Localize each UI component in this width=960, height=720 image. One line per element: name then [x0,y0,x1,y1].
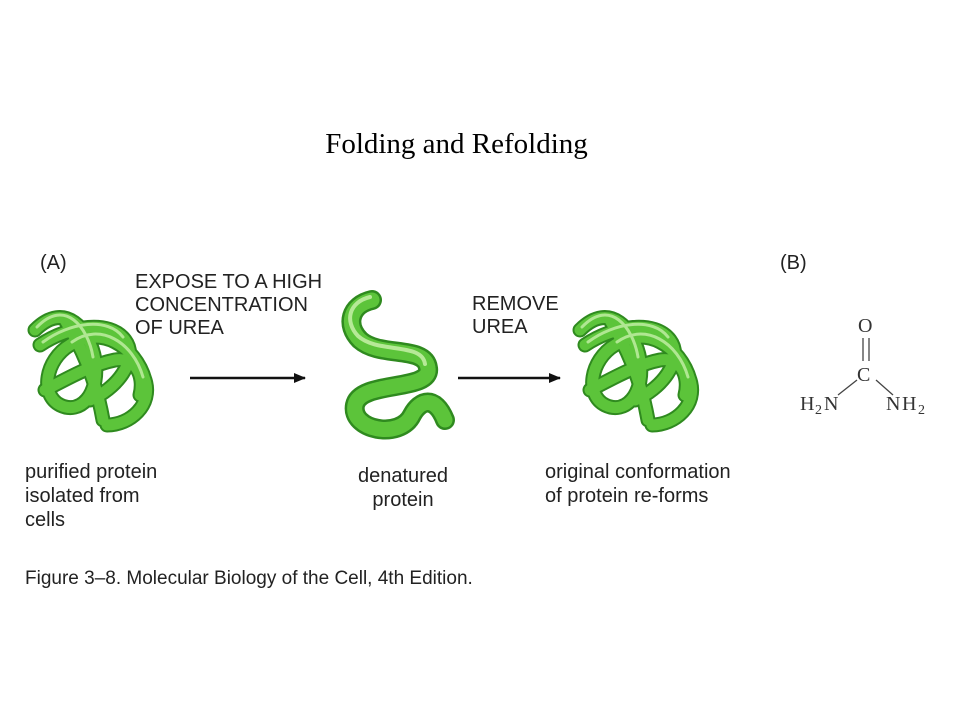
urea-carbon: C [857,364,870,386]
label-line: protein [372,489,434,511]
label-line: isolated from [25,485,140,507]
step-expose-urea-label: EXPOSE TO A HIGH CONCENTRATION OF UREA [135,271,322,340]
label-denatured-protein: denatured protein [341,464,465,512]
refolded-protein-icon [580,315,692,425]
step1-line: EXPOSE TO A HIGH [135,271,323,293]
folded-protein-icon [35,315,147,425]
step1-line: CONCENTRATION [135,294,308,316]
label-refolded-protein: original conformation of protein re-form… [545,460,731,508]
slide-title: Folding and Refolding [325,128,588,160]
panel-b-label: (B) [780,252,807,274]
figure-caption: Figure 3–8. Molecular Biology of the Cel… [25,568,473,589]
urea-bond-right-icon [875,379,894,396]
label-line: original conformation [545,461,731,483]
label-purified-protein: purified protein isolated from cells [25,460,157,532]
denatured-protein-icon [341,290,455,440]
urea-structure: O C H 2 N N H 2 [800,315,925,418]
step-remove-urea-label: REMOVE UREA [472,293,559,339]
urea-nitrogen: N [886,393,900,415]
label-line: purified protein [25,461,158,483]
urea-hydrogen: H [800,393,814,415]
label-line: of protein re-forms [545,485,709,507]
label-line: denatured [357,465,449,487]
urea-oxygen: O [858,315,872,337]
step2-line: UREA [472,316,528,338]
panel-a-label: (A) [40,252,67,274]
urea-bond-left-icon [837,379,858,396]
urea-subscript: 2 [918,403,925,418]
urea-nitrogen: N [824,393,838,415]
label-line: cells [25,509,66,531]
step2-line: REMOVE [472,293,559,315]
urea-subscript: 2 [815,403,822,418]
step1-line: OF UREA [135,317,224,339]
urea-hydrogen: H [902,393,916,415]
